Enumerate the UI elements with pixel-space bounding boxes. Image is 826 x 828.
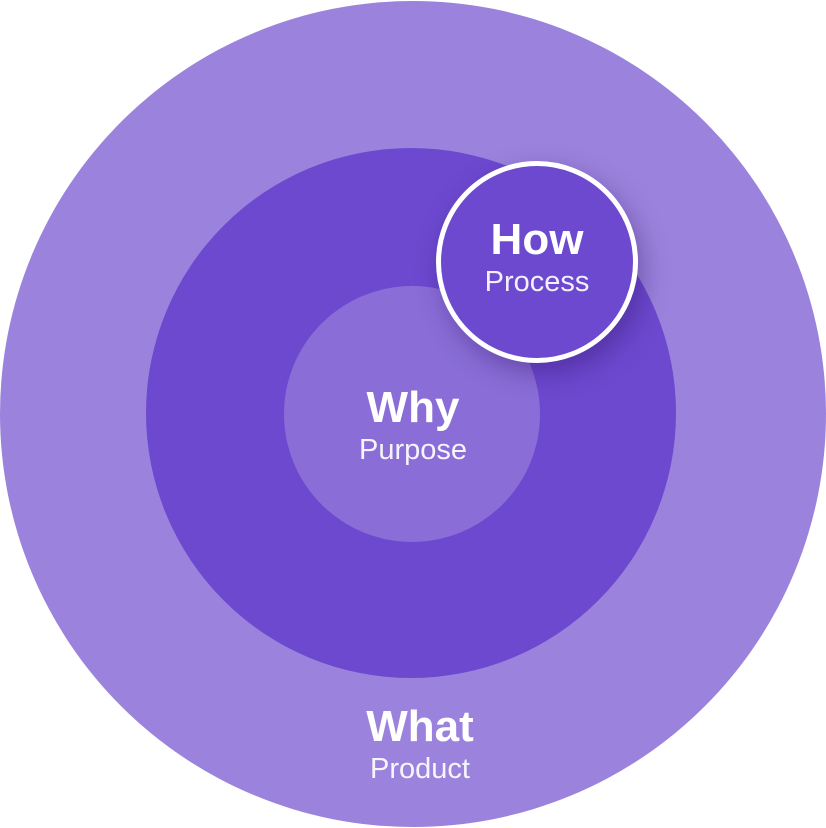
how-title: How: [490, 215, 584, 264]
how-highlight-circle: [436, 161, 638, 363]
why-label: Why Purpose: [359, 383, 467, 467]
what-label: What Product: [366, 702, 474, 786]
how-subtitle: Process: [484, 266, 590, 298]
why-title: Why: [366, 383, 460, 432]
what-title: What: [366, 702, 474, 751]
what-subtitle: Product: [370, 753, 470, 785]
why-subtitle: Purpose: [358, 434, 468, 466]
how-label: How Process: [485, 215, 590, 299]
